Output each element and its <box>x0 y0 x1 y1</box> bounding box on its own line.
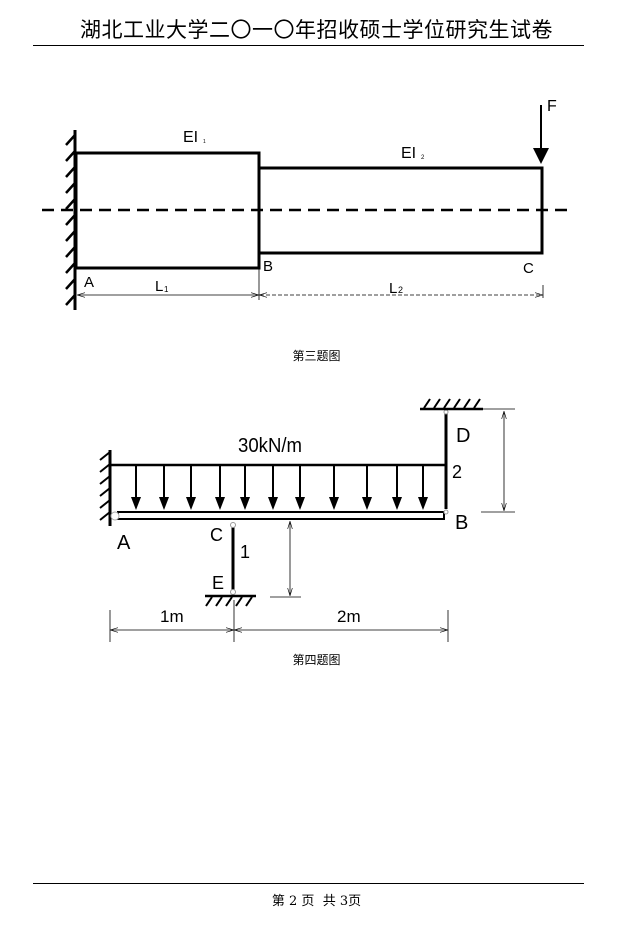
label-rod1: 1 <box>240 542 250 562</box>
footer-rule <box>33 883 584 884</box>
figure3-caption: 第三题图 <box>292 349 341 363</box>
label-ei1: EI <box>183 129 198 146</box>
wall-hatching <box>65 134 76 306</box>
label-load: 30kN/m <box>238 435 302 457</box>
label-ei2: EI <box>401 145 416 162</box>
label-l1: L <box>155 278 163 295</box>
label-e: E <box>212 573 224 593</box>
load-arrow-head <box>329 497 339 510</box>
page-number: 第 2 页 共 3页 <box>271 894 362 909</box>
label-dim-2m: 2m <box>337 607 361 626</box>
label-a: A <box>84 274 94 291</box>
label-d: D <box>456 425 470 447</box>
label-l2-sub: 2 <box>398 285 403 295</box>
hinge-a <box>110 511 120 521</box>
label-b: B <box>455 512 468 534</box>
figure4-diagram: 30kN/m D 2 B A C 1 E 1m 2m <box>99 398 515 642</box>
label-a: A <box>117 532 131 554</box>
label-c: C <box>210 525 223 545</box>
load-arrow-head <box>131 497 141 510</box>
label-ei2-sub: 2 <box>421 155 425 161</box>
distributed-load-arrows <box>131 466 428 510</box>
label-l2: L <box>389 280 397 297</box>
label-c: C <box>523 260 534 277</box>
header-rule <box>33 45 584 46</box>
left-wall-hatching <box>99 451 111 521</box>
label-b: B <box>263 258 273 275</box>
label-dim-1m: 1m <box>160 607 184 626</box>
label-f: F <box>547 98 557 115</box>
load-arrow-head <box>392 497 402 510</box>
load-arrow-head <box>240 497 250 510</box>
load-arrow-head <box>295 497 305 510</box>
load-arrow-head <box>215 497 225 510</box>
label-l1-sub: 1 <box>164 285 169 294</box>
label-ei1-sub: 1 <box>203 139 206 145</box>
load-arrow-head <box>268 497 278 510</box>
beam-ab <box>117 511 445 520</box>
load-arrow-head <box>418 497 428 510</box>
load-arrow-head <box>186 497 196 510</box>
load-arrow-head <box>159 497 169 510</box>
figure4-caption: 第四题图 <box>292 653 341 667</box>
label-rod2: 2 <box>452 462 462 482</box>
exam-title: 湖北工业大学二〇一〇年招收硕士学位研究生试卷 <box>80 18 553 42</box>
load-arrow-head <box>362 497 372 510</box>
figure3-diagram: EI 1 EI 2 F A B C L 1 L 2 <box>42 98 568 310</box>
